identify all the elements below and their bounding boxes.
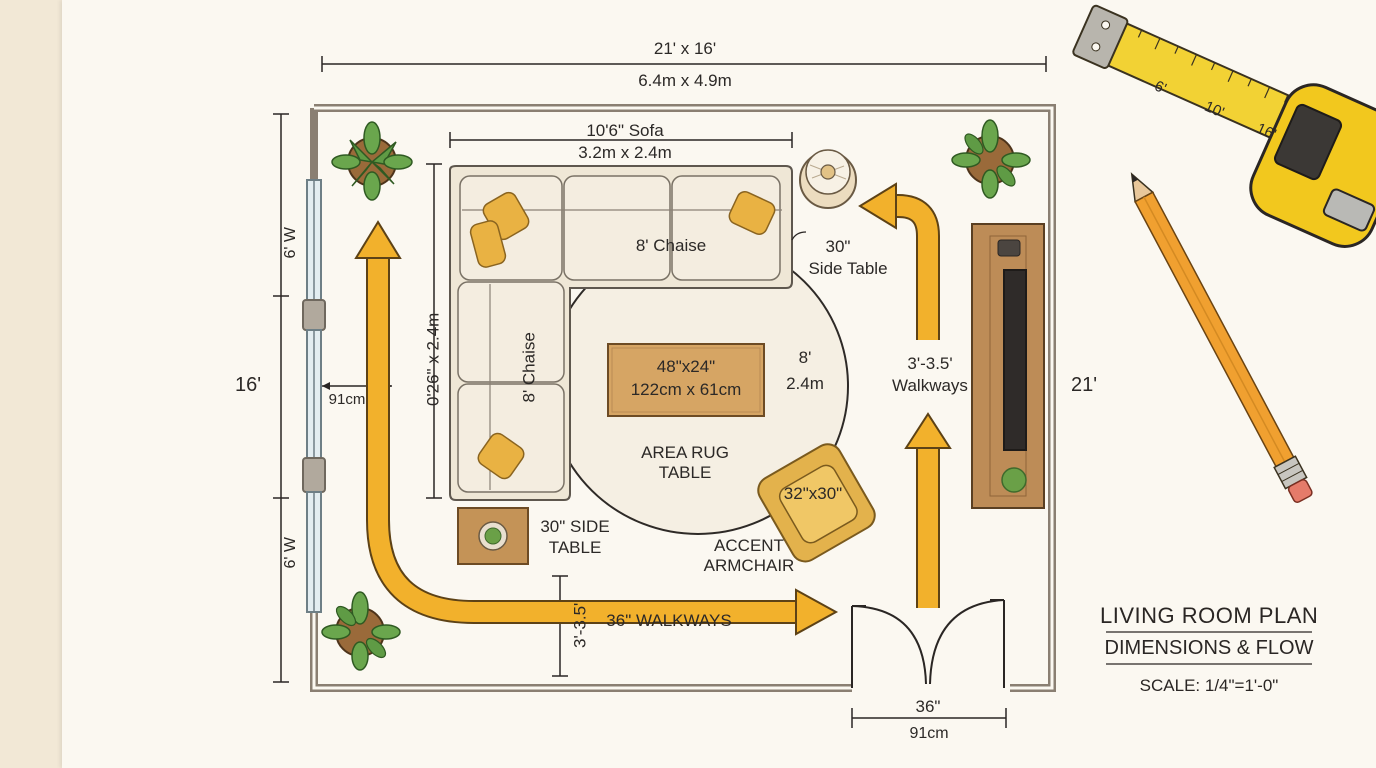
bottom-walkway-vertical-label: 3'-3.5'	[570, 602, 590, 648]
accent-armchair	[757, 443, 876, 563]
door-dim-label: 36"	[915, 697, 941, 716]
right-height-label: 21'	[1070, 374, 1098, 396]
rug-dim-label: 8'	[798, 348, 812, 367]
rug-dim-metric-label: 2.4m	[786, 374, 824, 393]
side-table-bottom-label-line2: TABLE	[548, 538, 602, 557]
window-lower-label: 6' W	[282, 537, 300, 569]
plan-title: LIVING ROOM PLAN	[1100, 603, 1319, 628]
side-table-top-lamp	[791, 149, 857, 241]
overall-width-label: 21' x 16'	[653, 39, 717, 58]
sectional-sofa	[449, 165, 793, 501]
pencil-icon	[1130, 172, 1313, 503]
double-door	[851, 599, 1005, 688]
media-console	[971, 223, 1045, 509]
left-height-label: 16'	[234, 374, 262, 396]
coffee-table-metric-label: 122cm x 61cm	[630, 380, 742, 399]
walkway-arrow-left	[354, 220, 839, 636]
plant-top-left	[331, 121, 413, 201]
area-rug-label-line2: TABLE	[658, 463, 712, 482]
armchair-dim-label: 32"x30"	[783, 484, 843, 503]
window-upper-label: 6' W	[282, 227, 300, 259]
tape-measure-icon	[1072, 4, 1376, 248]
sofa-vertical-dim-label: 0'26" x 2.4m	[423, 312, 443, 407]
armchair-label: ACCENT	[714, 536, 784, 555]
area-rug-label: AREA RUG	[641, 443, 729, 462]
sofa-top-chaise-label: 8' Chaise	[635, 236, 707, 255]
right-walkway-label: 3'-3.5'	[907, 354, 953, 373]
sofa-left-chaise-label: 8' Chaise	[519, 332, 539, 403]
side-table-top-label: 30"	[825, 237, 851, 256]
sofa-dim-label: 10'6" Sofa	[586, 121, 664, 140]
plan-subtitle: DIMENSIONS & FLOW	[1104, 637, 1314, 659]
plant-top-right	[951, 119, 1031, 199]
coffee-table	[607, 343, 765, 417]
overall-width-metric-label: 6.4m x 4.9m	[638, 71, 732, 90]
sofa-dim-metric-label: 3.2m x 2.4m	[578, 143, 672, 162]
plant-bottom-left	[321, 591, 401, 671]
side-table-bottom-label: 30" SIDE	[540, 517, 610, 536]
coffee-table-dim-label: 48"x24"	[656, 357, 716, 376]
side-table-top-label-line2: Side Table	[808, 259, 888, 278]
bottom-walkway-label: 36" WALKWAYS	[606, 611, 732, 630]
door-dim-metric-label: 91cm	[909, 725, 949, 742]
window-upper	[302, 179, 326, 459]
plan-scale: SCALE: 1/4"=1'-0"	[1139, 676, 1279, 695]
window-lower	[302, 457, 326, 613]
walkway-arrow-right	[858, 182, 952, 608]
side-table-bottom	[457, 507, 529, 565]
left-gap-label: 91cm	[328, 391, 366, 408]
right-walkway-label-line2: Walkways	[892, 376, 968, 395]
armchair-label-line2: ARMCHAIR	[703, 556, 795, 575]
